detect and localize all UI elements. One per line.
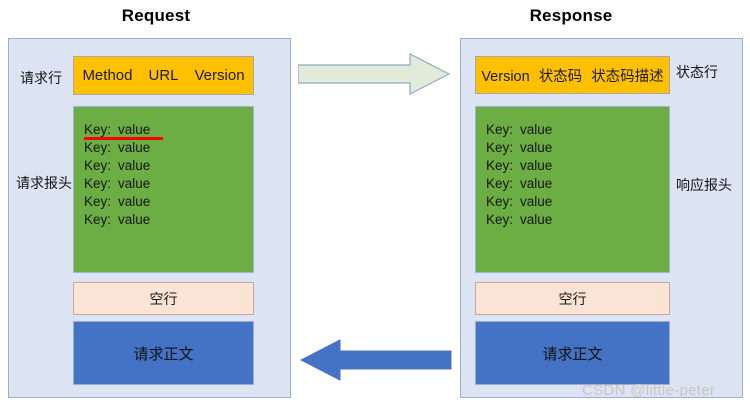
header-key: Key: <box>486 212 514 227</box>
request-headers-side-label: 请求报头 <box>16 175 72 191</box>
status-line-block: Version 状态码状态码描述 <box>475 56 670 94</box>
response-blank-line-label: 空行 <box>558 290 587 307</box>
header-row: Key: value <box>486 193 669 211</box>
header-row: Key: value <box>84 121 253 140</box>
response-body-label: 请求正文 <box>542 345 603 363</box>
response-headers-side-label: 响应报头 <box>676 177 732 193</box>
request-version-label: Version <box>194 67 245 84</box>
header-value: value <box>520 140 553 155</box>
header-value: value <box>118 212 151 227</box>
header-row: Key: value <box>84 175 253 193</box>
header-value: value <box>118 140 151 155</box>
header-value: value <box>118 176 151 191</box>
header-key: Key: <box>486 194 514 209</box>
header-value: value <box>520 212 553 227</box>
request-direction-arrow-icon <box>298 53 450 95</box>
response-status-code-label: 状态码 <box>538 68 583 85</box>
header-value: value <box>520 176 553 191</box>
header-key: Key: <box>84 194 112 209</box>
header-value: value <box>520 122 553 137</box>
status-line-side-label: 状态行 <box>676 64 718 80</box>
header-key: Key: <box>486 158 514 173</box>
request-body-block: 请求正文 <box>73 321 254 385</box>
response-status-desc-label: 状态码描述 <box>591 68 664 85</box>
request-method-label: Method <box>82 67 133 84</box>
response-panel: Version 状态码状态码描述 Key: value Key: value Key:… <box>460 38 743 398</box>
request-line-text: Method URL Version <box>82 67 244 84</box>
header-row: Key: value <box>84 139 253 157</box>
header-row: Key: value <box>486 175 669 193</box>
header-value: value <box>118 194 151 209</box>
request-line-side-label: 请求行 <box>20 70 62 86</box>
header-key: Key: <box>84 176 112 191</box>
request-line-block: Method URL Version <box>73 56 254 95</box>
response-version-label: Version <box>481 68 530 85</box>
header-key: Key: <box>84 158 112 173</box>
header-key: Key: <box>84 140 112 155</box>
response-headers-block: Key:value Key:value Key:value Key:value … <box>475 106 670 273</box>
response-direction-arrow-icon <box>300 339 452 381</box>
header-value: value <box>118 158 151 173</box>
header-key: Key: <box>84 212 112 227</box>
header-value: value <box>118 122 151 137</box>
request-title: Request <box>121 6 191 25</box>
header-key: Key: <box>486 176 514 191</box>
response-blank-line-block: 空行 <box>475 282 670 315</box>
header-value: value <box>520 158 553 173</box>
request-panel: Method URL Version Key: value Key: value Key… <box>8 38 291 398</box>
header-key: Key: <box>486 122 514 137</box>
header-row: Key: value <box>486 121 669 139</box>
header-key: Key: <box>486 140 514 155</box>
header-row: Key: value <box>486 157 669 175</box>
request-headers-block: Key:value Key:value Key:value Key:value … <box>73 106 254 273</box>
header-row: Key: value <box>84 193 253 211</box>
request-url-label: URL <box>148 67 179 84</box>
response-body-block: 请求正文 <box>475 321 670 385</box>
header-value: value <box>520 194 553 209</box>
status-line-text: Version 状态码状态码描述 <box>481 65 663 86</box>
header-key: Key: <box>84 122 112 137</box>
request-blank-line-label: 空行 <box>149 290 178 307</box>
header-row: Key: value <box>84 157 253 175</box>
header-row: Key: value <box>486 139 669 157</box>
request-blank-line-block: 空行 <box>73 282 254 315</box>
header-row: Key: value <box>486 211 669 229</box>
header-row: Key: value <box>84 211 253 229</box>
request-body-label: 请求正文 <box>133 345 194 363</box>
watermark-text: CSDN @little-peter <box>582 382 716 399</box>
header-underline-marker <box>84 137 163 140</box>
response-title: Response <box>529 6 613 25</box>
